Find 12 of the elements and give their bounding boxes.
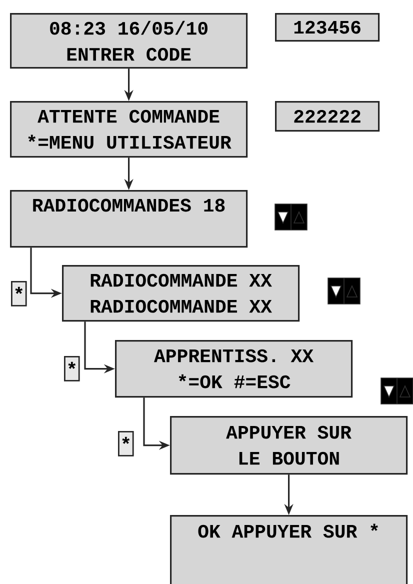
key-label: * <box>11 281 27 306</box>
display-box: OK APPUYER SUR * <box>170 515 408 584</box>
key-label: * <box>118 431 134 456</box>
display-box: RADIOCOMMANDE XX RADIOCOMMANDE XX <box>62 265 300 322</box>
display-box: 222222 <box>275 101 380 132</box>
key-label: * <box>64 356 80 382</box>
display-box: RADIOCOMMANDES 18 <box>10 190 248 248</box>
display-box: APPRENTISS. XX *=OK #=ESC <box>115 340 353 398</box>
display-box: 08:23 16/05/10 ENTRER CODE <box>10 13 248 69</box>
display-box: APPUYER SUR LE BOUTON <box>170 416 408 475</box>
display-box: ATTENTE COMMANDE *=MENU UTILISATEUR <box>10 101 248 158</box>
display-box: 123456 <box>275 13 380 42</box>
